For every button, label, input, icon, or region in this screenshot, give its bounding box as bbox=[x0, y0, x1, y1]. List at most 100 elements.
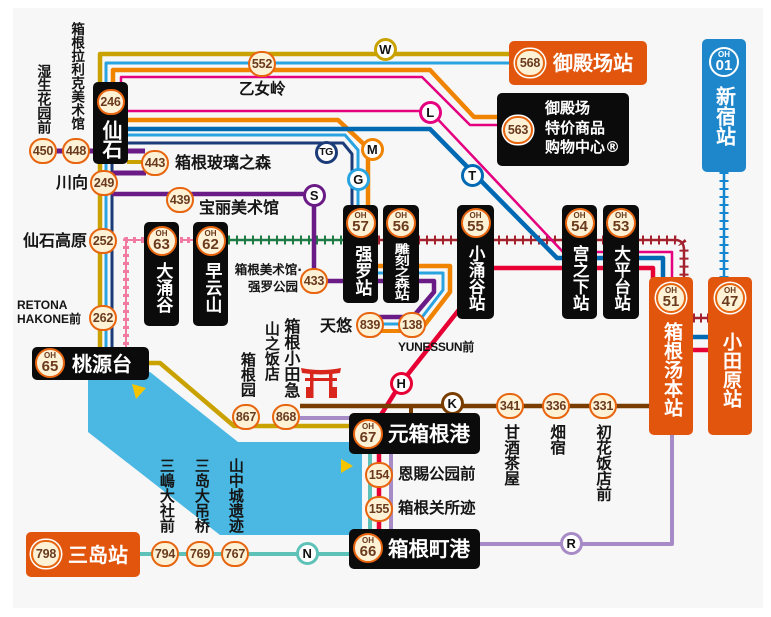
station-number: 01 bbox=[715, 57, 733, 74]
line-code: OH bbox=[204, 229, 217, 238]
station-name: 新宿站 bbox=[712, 86, 737, 146]
stop-gotemba-outlet[interactable]: 563 御殿场 特价商品 购物中心® bbox=[497, 93, 629, 166]
bus-stop-154-label: 恩賜公园前 bbox=[398, 465, 476, 483]
cruise-direction-arrow-icon bbox=[341, 459, 353, 473]
bus-stop-439[interactable]: 439 bbox=[166, 187, 194, 213]
bus-stop-868-label: 箱根小田急 bbox=[281, 318, 301, 398]
route-line-T bbox=[127, 126, 666, 278]
station-name: 大平台站 bbox=[611, 245, 631, 311]
bus-stop-867-label: 箱根园 bbox=[238, 352, 257, 397]
bus-stop-443[interactable]: 443 bbox=[141, 150, 169, 176]
bus-stop-336[interactable]: 336 bbox=[542, 393, 570, 419]
torii-right-base bbox=[332, 387, 337, 398]
station-gotemba[interactable]: 568 御殿场站 bbox=[509, 41, 647, 85]
bus-stop-867[interactable]: 867 bbox=[232, 404, 260, 430]
bus-stop-number: 246 bbox=[96, 89, 125, 115]
line-code: OH bbox=[724, 286, 736, 295]
bus-stop-433[interactable]: 433 bbox=[300, 268, 328, 294]
route-marker-S: S bbox=[302, 183, 326, 207]
station-number: 63 bbox=[153, 236, 170, 253]
cruise-direction-arrow-icon bbox=[132, 384, 146, 399]
bus-stop-552[interactable]: 552 bbox=[248, 51, 276, 77]
bus-stop-252-label: 仙石高原 bbox=[23, 231, 88, 250]
bus-stop-448-label: 箱根拉利克美术馆 bbox=[68, 22, 85, 130]
bus-stop-331[interactable]: 331 bbox=[589, 393, 617, 419]
station-name: 三岛站 bbox=[68, 542, 128, 567]
route-line-M bbox=[110, 67, 498, 120]
torii-gate-icon bbox=[301, 368, 341, 398]
route-marker-W: W bbox=[373, 37, 397, 61]
bus-stop-249-label: 川向 bbox=[56, 173, 89, 192]
station-sengoku[interactable]: 246 仙石 bbox=[93, 82, 128, 164]
bus-stop-249[interactable]: 249 bbox=[90, 170, 118, 196]
station-name: 雕刻之森站 bbox=[393, 243, 412, 301]
bus-stop-868-label: 山之饭店 bbox=[262, 321, 281, 381]
bus-stop-769[interactable]: 769 bbox=[186, 541, 214, 567]
route-line-R bbox=[480, 435, 674, 546]
route-marker-G: G bbox=[346, 167, 370, 191]
station-name: 大涌谷 bbox=[152, 262, 173, 313]
bus-stop-868[interactable]: 868 bbox=[272, 404, 300, 430]
station-number: 53 bbox=[612, 218, 630, 235]
bus-stop-769-label: 三岛大吊桥 bbox=[192, 458, 211, 533]
bus-stop-767[interactable]: 767 bbox=[221, 541, 249, 567]
route-marker-H: H bbox=[389, 371, 413, 395]
route-marker-TG: TG bbox=[314, 140, 338, 164]
bus-stop-262[interactable]: 262 bbox=[89, 305, 117, 331]
line-code: OH bbox=[615, 211, 627, 220]
bus-stop-155[interactable]: 155 bbox=[365, 496, 393, 522]
route-marker-N: N bbox=[295, 541, 319, 565]
route-marker-R: R bbox=[559, 531, 583, 555]
bus-stop-839-label: 天悠 bbox=[320, 316, 353, 335]
bus-stop-341[interactable]: 341 bbox=[496, 393, 524, 419]
line-code: OH bbox=[573, 211, 586, 220]
bus-stop-155-label: 箱根关所迹 bbox=[398, 499, 476, 517]
hakone-tozan-railway-ticks bbox=[378, 235, 689, 277]
bus-stop-448[interactable]: 448 bbox=[62, 138, 90, 164]
line-code: OH bbox=[362, 422, 374, 431]
bus-stop-154[interactable]: 154 bbox=[365, 462, 393, 488]
line-code: OH bbox=[665, 286, 677, 295]
station-name: 早云山 bbox=[201, 262, 222, 313]
station-number: 54 bbox=[571, 218, 588, 235]
bus-stop-138[interactable]: 138 bbox=[398, 312, 426, 338]
station-name: 小田原站 bbox=[719, 332, 742, 408]
bus-stop-252[interactable]: 252 bbox=[89, 228, 117, 254]
torii-top-beam bbox=[301, 368, 341, 375]
stop-name-line: 购物中心® bbox=[545, 138, 621, 156]
station-name: 小涌谷站 bbox=[466, 245, 486, 311]
station-name: 箱根汤本站 bbox=[660, 322, 683, 417]
bus-stop-number: 563 bbox=[503, 116, 533, 144]
bus-stop-552-label: 乙女岭 bbox=[239, 80, 286, 98]
station-mishima[interactable]: 798 三岛站 bbox=[26, 532, 140, 577]
bus-stop-450[interactable]: 450 bbox=[29, 138, 57, 164]
line-code: OH bbox=[44, 351, 56, 360]
bus-stop-794[interactable]: 794 bbox=[151, 541, 179, 567]
bus-stop-number: 798 bbox=[31, 540, 61, 568]
label-line: HAKONE前 bbox=[17, 312, 82, 326]
label-line: 箱根美术馆· bbox=[234, 262, 302, 277]
bus-stop-794-label: 三嶋大社前 bbox=[157, 458, 176, 533]
bus-stop-450-label: 湿生花园前 bbox=[35, 64, 52, 134]
bus-stop-839[interactable]: 839 bbox=[356, 312, 384, 338]
line-code: OH bbox=[362, 536, 374, 545]
line-code: OH bbox=[155, 229, 168, 238]
bus-stop-433-label: 箱根美术馆· 强罗公园 bbox=[222, 261, 302, 295]
station-number: 65 bbox=[41, 358, 59, 375]
